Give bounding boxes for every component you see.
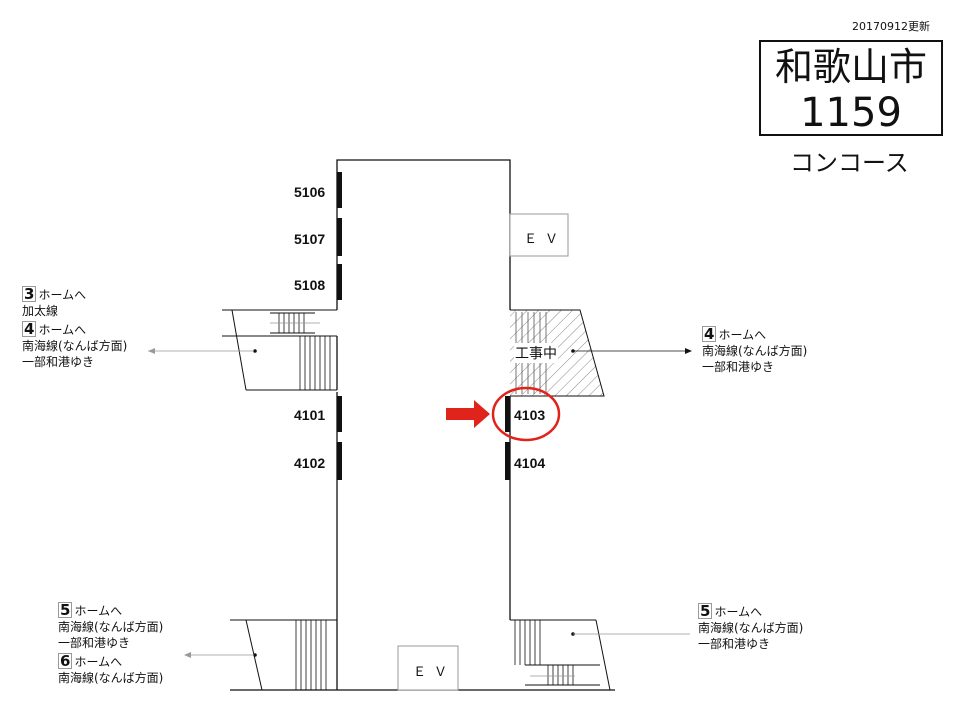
platform-number-6: 6	[58, 652, 73, 670]
machine-label-4101: 4101	[294, 407, 326, 423]
machine-label-4104: 4104	[514, 455, 546, 471]
platform-number-5-right: 5	[698, 602, 713, 620]
updated-date: 20170912更新	[852, 20, 930, 33]
station-code: 1159	[800, 90, 902, 136]
highlight-circle	[491, 386, 561, 442]
platform-number-4: 4	[22, 320, 37, 338]
construction-label: 工事中	[514, 343, 558, 363]
elevator-bottom-label: ＥＶ	[413, 665, 456, 680]
machine-label-4103: 4103	[514, 407, 546, 423]
station-name: 和歌山市	[774, 45, 927, 89]
elevator-bottom-box	[397, 645, 459, 691]
station-title-box: 和歌山市 1159	[759, 40, 943, 136]
machine-label-5106: 5106	[294, 184, 326, 200]
platform-number-4-right: 4	[702, 325, 717, 343]
elevator-right-label: ＥＶ	[524, 232, 567, 247]
stairs-right-lower	[510, 619, 611, 691]
elevator-right-box	[509, 213, 569, 257]
machine-bars	[337, 172, 510, 480]
machine-label-5107: 5107	[294, 231, 326, 247]
machine-label-4102: 4102	[294, 455, 326, 471]
platform-number-3: 3	[22, 285, 37, 303]
stairs-left-upper	[222, 309, 337, 391]
platform-number-5: 5	[58, 601, 73, 619]
highlight-arrow	[446, 400, 490, 428]
stairs-left-lower	[230, 619, 337, 691]
machine-label-5108: 5108	[294, 277, 326, 293]
area-label: コンコース	[790, 149, 909, 177]
